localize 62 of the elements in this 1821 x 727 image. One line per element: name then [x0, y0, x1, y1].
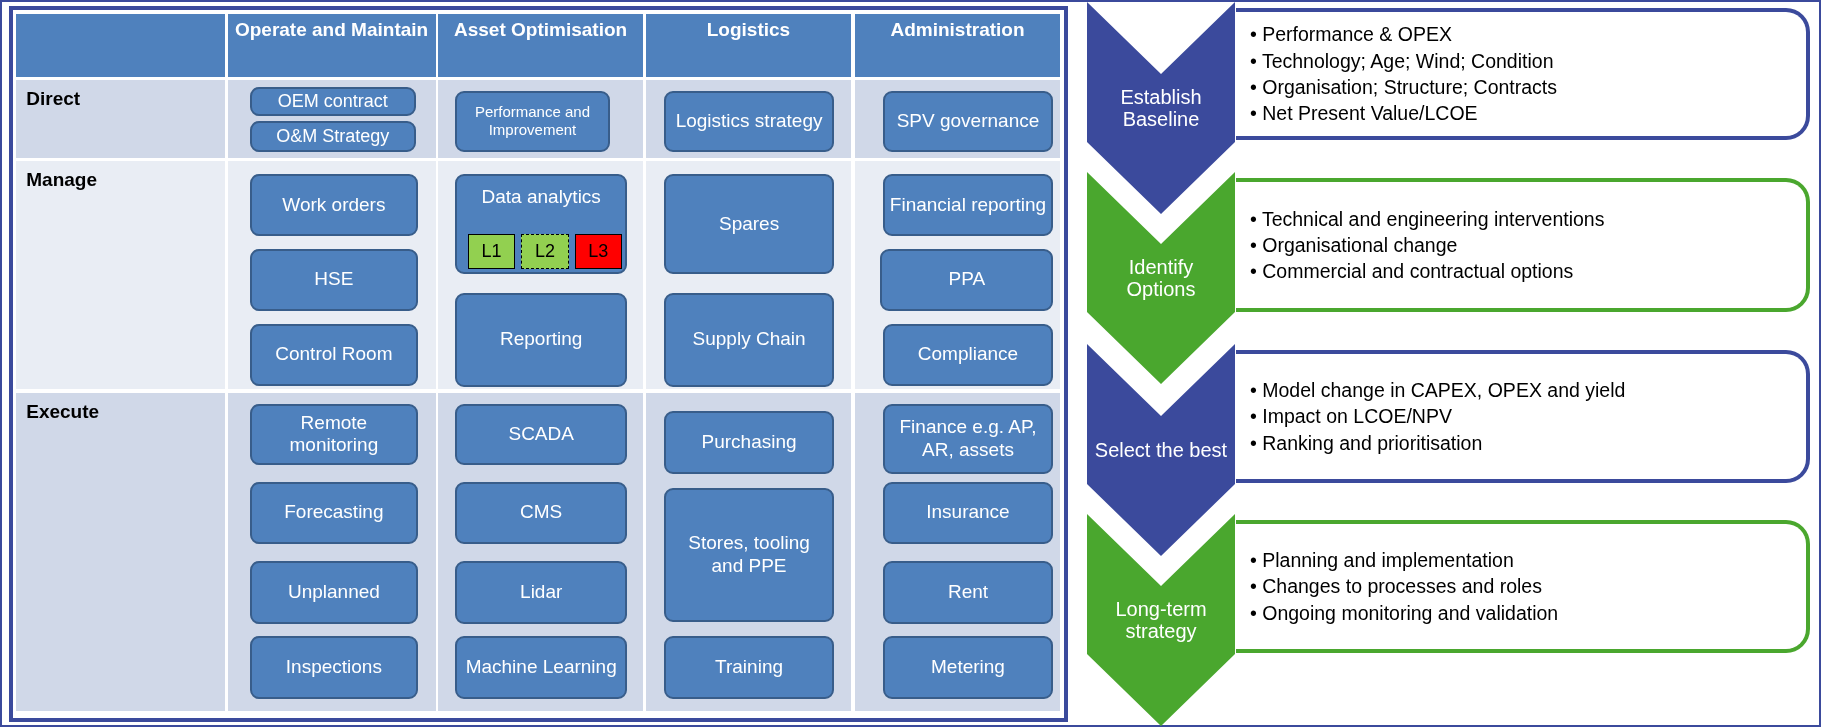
process-box: CMS: [455, 481, 628, 544]
process-box: Training: [664, 636, 834, 700]
level-box: L1: [467, 234, 516, 270]
process-box: Unplanned: [249, 560, 419, 624]
row-header: Direct: [16, 80, 226, 158]
process-box: Insurance: [882, 481, 1054, 544]
column-header: Asset Optimisation: [437, 13, 644, 77]
process-box: SPV governance: [882, 90, 1054, 153]
process-box: Purchasing: [664, 411, 834, 474]
process-box: Stores, tooling and PPE: [664, 487, 834, 623]
bullet-text: • Planning and implementation: [1250, 548, 1515, 574]
level-box: L3: [574, 234, 623, 270]
process-box: Lidar: [455, 560, 628, 624]
process-box: Financial reporting: [882, 174, 1054, 236]
process-box: HSE: [249, 248, 419, 312]
step-label: Select the best: [1093, 439, 1229, 461]
process-box: Machine Learning: [455, 636, 628, 700]
details-box: [1236, 350, 1810, 483]
process-box: Logistics strategy: [664, 90, 834, 153]
bullet-text: • Performance & OPEX: [1250, 22, 1453, 48]
process-box: Performance and Improvement: [455, 90, 610, 153]
process-box: SCADA: [455, 404, 628, 465]
process-box: Forecasting: [249, 481, 419, 544]
details-box: [1236, 520, 1810, 653]
bullet-text: • Net Present Value/LCOE: [1250, 101, 1479, 127]
column-header: Logistics: [645, 13, 852, 77]
bullet-text: • Commercial and contractual options: [1250, 259, 1575, 285]
process-box: O&M Strategy: [249, 120, 416, 153]
row-header: Execute: [16, 392, 226, 711]
process-box: Work orders: [249, 174, 419, 236]
bullet-text: • Model change in CAPEX, OPEX and yield: [1250, 378, 1626, 404]
process-box: Metering: [882, 636, 1054, 700]
details-box: [1236, 178, 1810, 312]
row-header: Manage: [16, 161, 226, 390]
process-box: Finance e.g. AP, AR, assets: [882, 404, 1054, 474]
step-label: Long-term strategy: [1114, 598, 1208, 642]
step-label: Identify Options: [1125, 256, 1197, 300]
process-box: Reporting: [455, 292, 628, 387]
process-box: Rent: [882, 560, 1054, 624]
step-label: Establish Baseline: [1119, 86, 1203, 130]
process-box: Remote monitoring: [249, 404, 419, 465]
bullet-text: • Changes to processes and roles: [1250, 574, 1543, 600]
bullet-text: • Ranking and prioritisation: [1250, 430, 1484, 456]
bullet-text: • Technology; Age; Wind; Condition: [1250, 48, 1555, 74]
process-box: Spares: [664, 174, 834, 275]
process-box: OEM contract: [249, 87, 416, 117]
column-header: Operate and Maintain: [227, 13, 436, 77]
bullet-text: • Impact on LCOE/NPV: [1250, 404, 1453, 430]
process-box: Inspections: [249, 636, 419, 700]
process-box: [455, 174, 628, 275]
bullet-text: • Organisation; Structure; Contracts: [1250, 75, 1558, 100]
level-box: L2: [521, 234, 569, 270]
process-box: Compliance: [882, 324, 1054, 386]
column-header: Administration: [854, 13, 1061, 77]
box-label: Data analytics: [481, 186, 601, 209]
bullet-text: • Technical and engineering interventions: [1250, 206, 1605, 232]
process-box: Supply Chain: [664, 292, 834, 387]
details-box: [1236, 8, 1810, 140]
process-box: Control Room: [249, 324, 419, 386]
process-box: PPA: [880, 248, 1054, 312]
bullet-text: • Organisational change: [1250, 232, 1459, 258]
bullet-text: • Ongoing monitoring and validation: [1250, 600, 1559, 626]
